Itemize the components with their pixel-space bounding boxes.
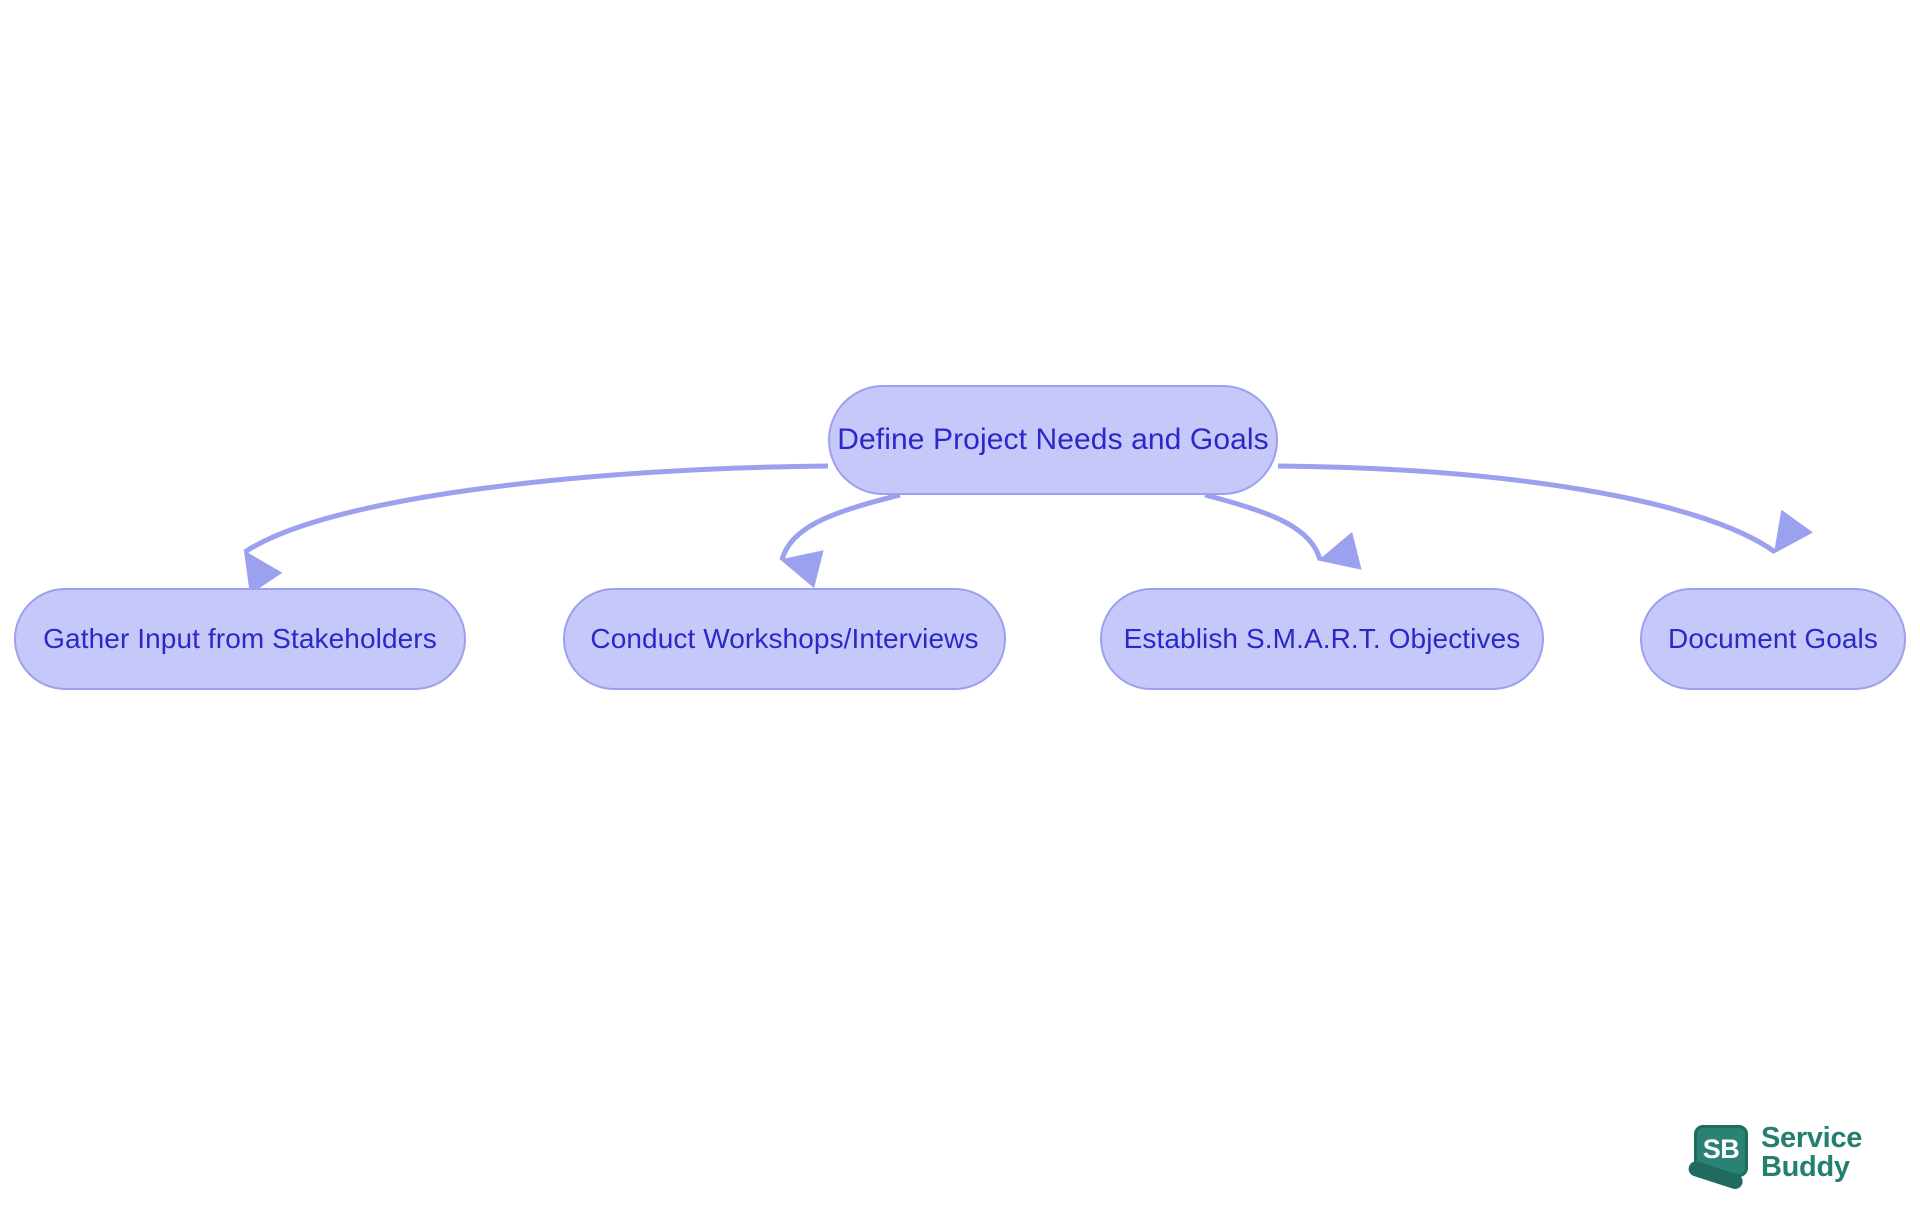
node-label: Gather Input from Stakeholders	[43, 623, 437, 654]
logo-line-1: Service	[1761, 1122, 1863, 1154]
edge-root-to-document-goals	[1277, 463, 1814, 555]
edge-root-to-establish-smart	[1204, 492, 1362, 570]
node-conduct-workshops-interviews[interactable]: Conduct Workshops/Interviews	[563, 588, 1006, 690]
node-label: Document Goals	[1668, 623, 1878, 654]
node-document-goals[interactable]: Document Goals	[1640, 588, 1906, 690]
edge-root-to-gather-input	[243, 463, 829, 595]
node-define-project-needs-and-goals[interactable]: Define Project Needs and Goals	[828, 385, 1278, 495]
node-establish-smart-objectives[interactable]: Establish S.M.A.R.T. Objectives	[1100, 588, 1544, 690]
logo-plate: SB	[1694, 1125, 1748, 1177]
logo-line-2: Buddy	[1761, 1151, 1850, 1183]
edge-root-to-conduct-workshops	[779, 492, 901, 589]
node-label: Establish S.M.A.R.T. Objectives	[1123, 623, 1521, 654]
service-buddy-wordmark: Service Buddy	[1761, 1124, 1862, 1182]
node-label: Conduct Workshops/Interviews	[590, 623, 979, 654]
service-buddy-logo-icon: SB	[1686, 1124, 1750, 1191]
node-gather-input-from-stakeholders[interactable]: Gather Input from Stakeholders	[14, 588, 466, 690]
node-label: Define Project Needs and Goals	[837, 423, 1269, 456]
service-buddy-logo: SB Service Buddy	[1686, 1117, 1904, 1191]
logo-initials: SB	[1702, 1133, 1740, 1164]
